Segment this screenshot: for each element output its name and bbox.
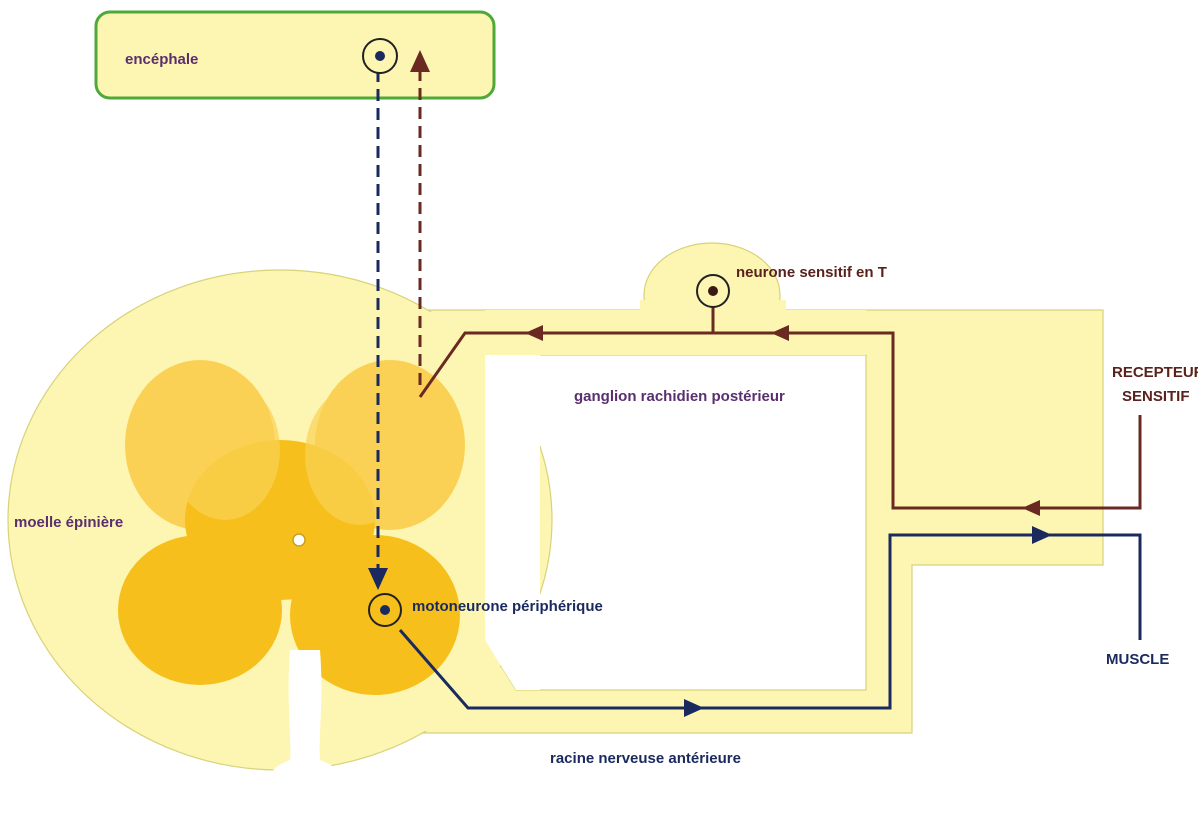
sensory-neuron-icon xyxy=(696,274,730,308)
motor-arrow-2 xyxy=(1032,526,1052,544)
label-muscle: MUSCLE xyxy=(1106,651,1169,668)
label-neurone-sensitif: neurone sensitif en T xyxy=(736,264,887,281)
label-racine: racine nerveuse antérieure xyxy=(550,750,741,767)
sensory-arrow-2 xyxy=(771,325,789,341)
label-recepteur-1: RECEPTEUR xyxy=(1112,364,1198,381)
label-motoneurone: motoneurone périphérique xyxy=(412,598,603,615)
sensory-pathway xyxy=(418,305,1142,510)
sensory-arrow-3 xyxy=(525,325,543,341)
encephale-box xyxy=(94,10,496,100)
descending-arrow xyxy=(368,568,388,590)
brain-neuron-icon xyxy=(362,38,398,74)
gray-matter xyxy=(118,360,465,695)
label-moelle: moelle épinière xyxy=(14,514,123,531)
ascending-arrow xyxy=(410,50,430,72)
central-canal xyxy=(292,533,306,547)
label-ganglion: ganglion rachidien postérieur xyxy=(574,388,785,405)
motor-arrow-1 xyxy=(684,699,704,717)
motor-pathway xyxy=(398,533,1142,710)
anterior-fissure xyxy=(265,650,345,816)
motor-neuron-icon xyxy=(368,593,402,627)
sensory-arrow-1 xyxy=(1022,500,1040,516)
label-encephale: encéphale xyxy=(125,51,198,68)
label-recepteur-2: SENSITIF xyxy=(1122,388,1190,405)
